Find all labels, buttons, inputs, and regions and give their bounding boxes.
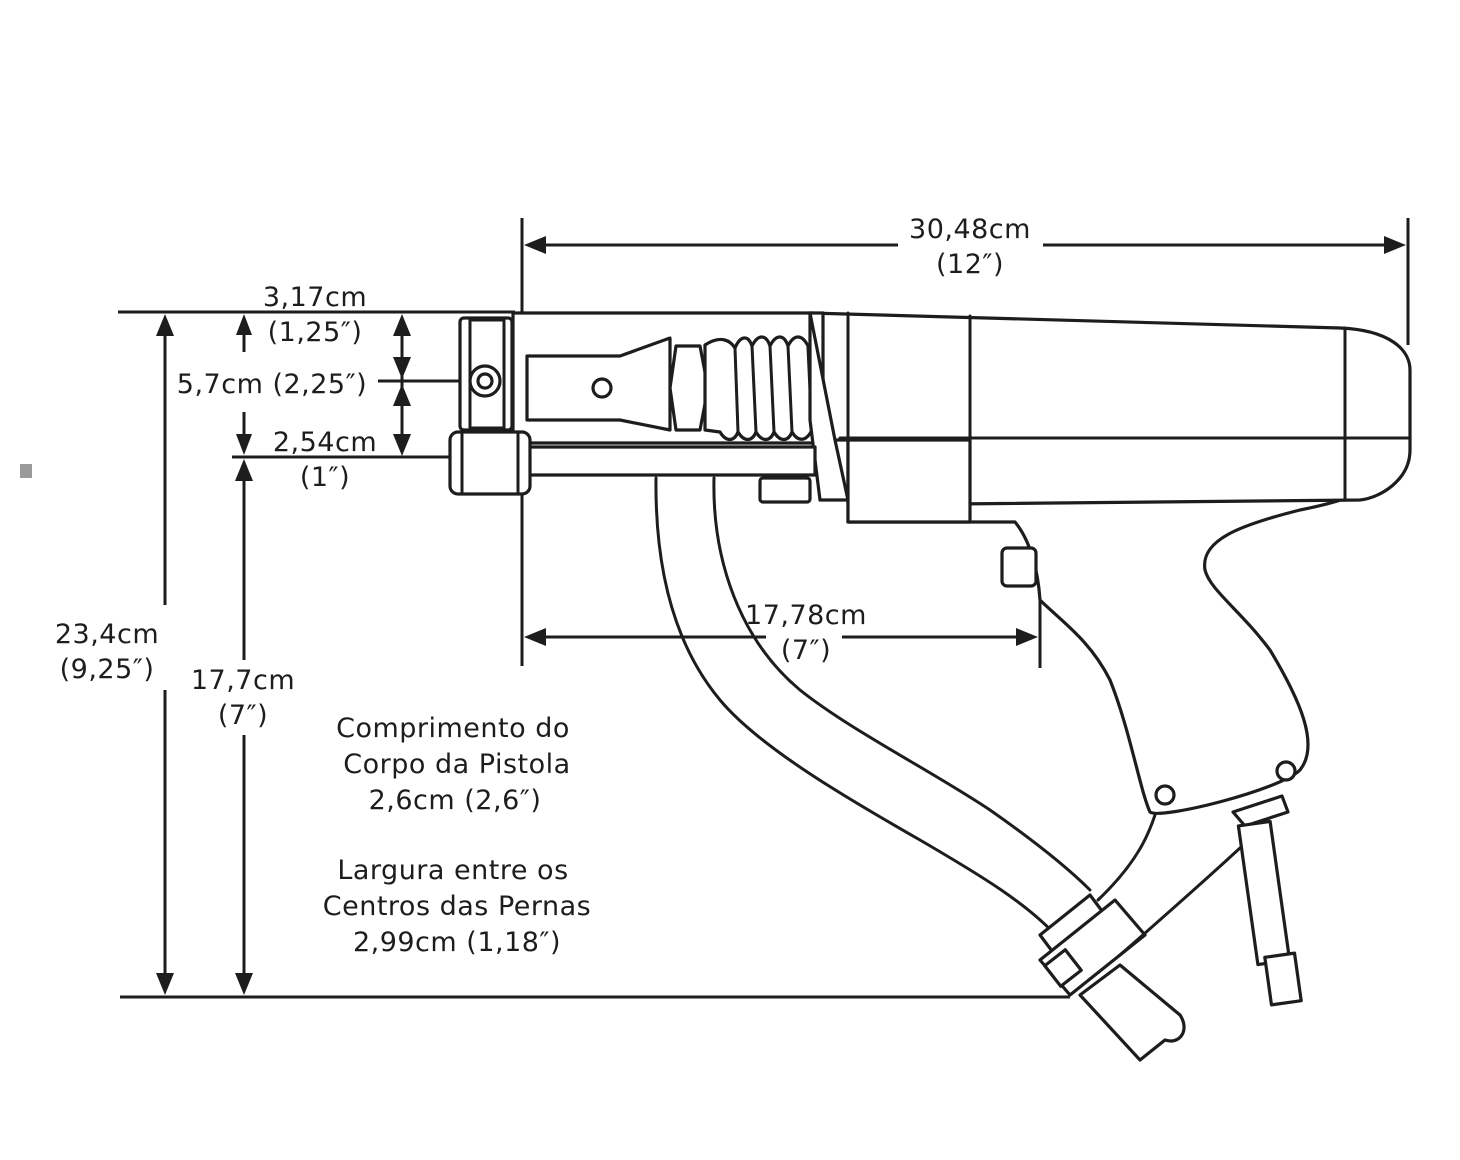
arrow-left-icon [524, 628, 546, 646]
arrow-up-icon [156, 314, 174, 336]
bellows-rib [750, 344, 758, 434]
notes: Comprimento do Corpo da Pistola 2,6cm (2… [323, 713, 591, 958]
leg-width-note-line1: Largura entre os [337, 855, 568, 886]
bellows-rib [786, 344, 794, 434]
nut-offset-metric: 2,54cm [273, 427, 377, 458]
arrow-down-icon [235, 973, 253, 995]
total-height-imperial: (9,25″) [60, 654, 155, 685]
mid-dimension-label: 5,7cm (2,25″) [177, 369, 367, 400]
bellows-rib [768, 344, 776, 434]
arrow-down-icon [393, 434, 411, 456]
grip-outline [846, 478, 1382, 815]
lower-height-metric: 17,7cm [191, 665, 295, 696]
electrode-clamp-nut [1043, 948, 1083, 988]
arrow-up-icon [235, 459, 253, 481]
total-height-metric: 23,4cm [55, 619, 159, 650]
rod-nut-inner [460, 430, 520, 496]
arrow-down-icon [156, 973, 174, 995]
leg-width-note-line2: Centros das Pernas [323, 891, 591, 922]
hex-coupling [668, 344, 710, 432]
grip-slot [1000, 546, 1038, 588]
top-offset-metric: 3,17cm [263, 282, 367, 313]
electrode-arm-right [1118, 846, 1242, 957]
arrow-right-icon [1016, 628, 1038, 646]
arrow-left-icon [524, 236, 546, 254]
grip-distance-imperial: (7″) [781, 635, 831, 666]
nut-offset-imperial: (1″) [300, 462, 350, 493]
cable-outer [654, 476, 1062, 942]
top-offset-imperial: (1,25″) [268, 317, 363, 348]
grip-screw-left [1154, 784, 1176, 806]
clamp-screw-head [476, 372, 494, 390]
rod-collar [758, 476, 812, 504]
welding-gun-illustration [448, 311, 1412, 1062]
electrode-rod-right [1236, 819, 1292, 967]
electrode-arm-right-inner [1096, 813, 1157, 902]
body-lower-block [846, 438, 972, 524]
grip-distance-metric: 17,78cm [745, 600, 867, 631]
lower-rod [513, 445, 817, 477]
arrow-up-icon [236, 314, 252, 335]
electrode-tip-right [1263, 951, 1303, 1007]
grip-screw-right [1275, 760, 1297, 782]
arrow-right-icon [1384, 236, 1406, 254]
body-length-note-line1: Comprimento do [336, 713, 570, 744]
overall-length-metric: 30,48cm [909, 214, 1031, 245]
body-length-note-line2: Corpo da Pistola [343, 749, 570, 780]
dimension-lines [156, 236, 1406, 995]
bellows [703, 335, 814, 442]
cable-inner [712, 476, 1092, 892]
arrow-up-icon [393, 314, 411, 336]
edge-mark [20, 464, 32, 478]
leg-width-note-line3: 2,99cm (1,18″) [353, 927, 561, 958]
nozzle-pin [591, 377, 613, 399]
bellows-rib [733, 346, 740, 434]
arrow-up-icon [393, 384, 411, 406]
electrode-tip-left [1078, 963, 1186, 1062]
arrow-down-icon [236, 434, 252, 455]
dimension-labels: 30,48cm (12″) 3,17cm (1,25″) 5,7cm (2,25… [55, 214, 1031, 731]
arrow-down-icon [393, 357, 411, 379]
body-length-note-line3: 2,6cm (2,6″) [369, 785, 542, 816]
front-plate [808, 311, 850, 502]
electrode-leg-right [1231, 794, 1290, 828]
lower-height-imperial: (7″) [218, 700, 268, 731]
overall-length-imperial: (12″) [936, 249, 1004, 280]
